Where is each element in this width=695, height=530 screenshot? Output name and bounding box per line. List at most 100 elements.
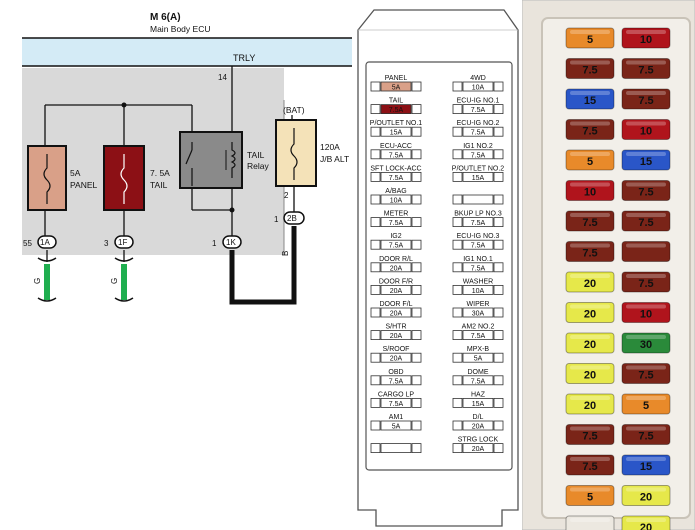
alt-fuse-rating: 120A	[320, 142, 340, 152]
fuse-slot-rating: 7.5A	[471, 152, 486, 159]
fuse-slot: IG1 NO.27.5A	[452, 143, 504, 160]
fuse-slot-name: D/L	[473, 414, 484, 421]
bus-pin: 14	[218, 73, 227, 82]
photo-fuse-label: 30	[640, 339, 652, 351]
photo-fuse: 5	[565, 485, 615, 506]
fuse-slot-box	[380, 217, 412, 228]
photo-fuse: 7.5	[565, 424, 615, 445]
photo-fuse-label: 7.5	[582, 126, 597, 138]
svg-text:1: 1	[274, 215, 279, 224]
fuse-slot: MPX-B5A	[452, 346, 504, 363]
fuse-slot: CARGO LP7.5A	[370, 391, 422, 408]
fuse-slot-box	[380, 375, 412, 386]
fuse-slot-name: IG2	[390, 233, 401, 240]
fuse-slot-name: METER	[384, 211, 409, 218]
photo-fuse: 20	[565, 302, 615, 323]
fuse-slot-name: 4WD	[470, 75, 486, 82]
fuse-slot-box	[380, 397, 412, 408]
fuse-slot-name: ECU-IG NO.2	[457, 120, 500, 127]
fuse-slot-box	[380, 262, 412, 273]
bus-label: TRLY	[233, 53, 255, 63]
relay-sub: Relay	[247, 161, 269, 171]
photo-fuse-label: 20	[640, 522, 652, 530]
photo-fuse: 7.5	[565, 119, 615, 140]
photo-fuse: 10	[621, 302, 671, 323]
photo-fuse-label: 20	[584, 309, 596, 321]
photo-fuse-label: 20	[584, 339, 596, 351]
photo-fuse-label: 7.5	[638, 370, 653, 382]
fuse-slot-name: CARGO LP	[378, 391, 415, 398]
photo-fuse: 5	[621, 393, 671, 415]
svg-text:1A: 1A	[40, 238, 50, 247]
photo-fuse: 7.5	[565, 210, 615, 232]
photo-fuse: 5	[565, 149, 615, 171]
photo-fuse-label: 7.5	[582, 461, 597, 473]
fuse-slot-name: OBD	[388, 369, 403, 376]
fuse-slot-box	[380, 194, 412, 205]
fuse-slot-box	[462, 443, 494, 454]
fuse-slot-name: ECU-IG NO.3	[457, 233, 500, 240]
fuse-slot: AM2 NO.27.5A	[452, 324, 504, 340]
photo-fuse: 7.5	[621, 424, 671, 445]
fuse-slot: P/OUTLET NO.1 15A	[370, 120, 422, 137]
photo-fuse-label: 10	[640, 309, 652, 321]
fuse-box-outline	[357, 9, 519, 527]
fuse-slot-rating: 7.5A	[471, 220, 486, 227]
photo-fuse-label: 7.5	[582, 248, 597, 260]
photo-fuse-label: 7.5	[582, 431, 597, 443]
fuse-slot-box	[380, 239, 412, 250]
photo-fuse: 15	[621, 454, 671, 476]
photo-fuse: 7.5	[621, 88, 671, 110]
photo-fuse: 7.5	[565, 58, 615, 79]
photo-fuse: 10	[565, 180, 615, 201]
photo-fuse: 20	[621, 485, 671, 506]
fuse-slot-box	[380, 284, 412, 295]
wire-color-g1: G	[33, 278, 42, 284]
alt-fuse-name: J/B ALT	[320, 154, 349, 164]
photo-fuse-label: 5	[587, 156, 593, 168]
fuse-slot-box	[462, 397, 494, 408]
black-wire	[229, 226, 297, 305]
photo-fuse-label: 5	[643, 400, 649, 412]
fuse-slot-name: IG1 NO.1	[463, 256, 493, 263]
fuse-slot-name: P/OUTLET NO.1	[370, 120, 422, 127]
fuse-slot-box	[380, 443, 412, 454]
fuse-slot-rating: 7.5A	[471, 378, 486, 385]
fuse-slot-box	[462, 217, 494, 228]
fuse-slot	[370, 443, 422, 454]
fuse-slot-name: DOME	[468, 369, 489, 376]
bat-label: (BAT)	[283, 105, 305, 115]
photo-fuse	[621, 241, 671, 262]
fuse-slot-box	[380, 126, 412, 137]
photo-fuse: 20	[565, 332, 615, 354]
fuse-slot-box	[380, 81, 412, 92]
photo-fuse: 20	[565, 393, 615, 415]
fuse-pin: 2	[284, 191, 289, 200]
fuse-slot-name: PANEL	[385, 75, 408, 82]
ecu-name: Main Body ECU	[150, 24, 210, 34]
fuse-slot-rating: 20A	[472, 424, 485, 431]
ecu-bus-band	[22, 38, 352, 66]
fuse-slot-rating: 15A	[390, 130, 403, 137]
fuse-slot-name: SFT LOCK-ACC	[370, 165, 421, 172]
fuse-slot-name: ECU-ACC	[380, 143, 412, 150]
fuse-slot-box	[462, 149, 494, 160]
photo-fuse-label: 20	[640, 492, 652, 504]
fuse-slot-rating: 20A	[390, 311, 403, 318]
photo-fuse-label: 7.5	[638, 95, 653, 107]
svg-text:1F: 1F	[118, 238, 127, 247]
fuse-slot	[452, 194, 504, 205]
photo-fuse-label: 15	[584, 95, 596, 107]
photo-fuse: 20	[565, 363, 615, 384]
photo-fuse: 7.5	[621, 58, 671, 79]
fuse-slot: IG1 NO.17.5A	[452, 256, 504, 272]
